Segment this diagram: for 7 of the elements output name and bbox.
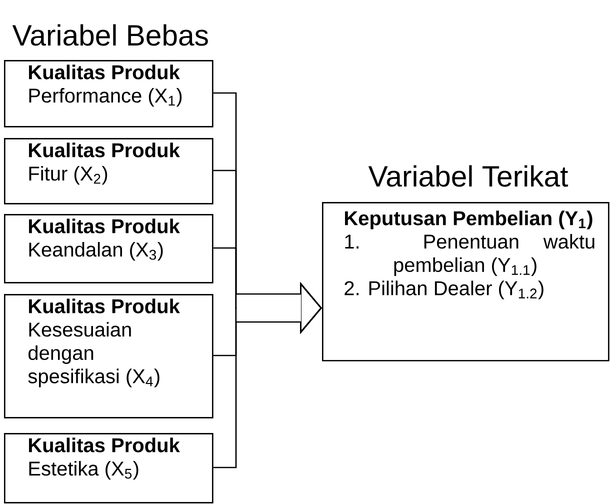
variable-box: Kualitas Produk Keandalan (X$_{3}$) bbox=[4, 214, 214, 284]
block-arrow-body bbox=[235, 293, 301, 323]
outcome-box: Keputusan Pembelian (Y$_{1}$) 1. Penentuan waktu pembelian (Y$_{1.1}$) 2. Pilihan Dealer (Y$_{1.2}$) bbox=[322, 202, 610, 362]
variable-box: Kualitas Produk Performance (X$_{1}$) bbox=[4, 60, 214, 128]
variable-box: Kualitas Produk Kesesuaian dengan spesifikasi (X$_{4}$) bbox=[4, 294, 214, 418]
variable-box: Kualitas Produk Estetika (X$_{5}$) bbox=[4, 433, 214, 504]
variable-box: Kualitas Produk Fitur (X$_{2}$) bbox=[4, 138, 214, 204]
